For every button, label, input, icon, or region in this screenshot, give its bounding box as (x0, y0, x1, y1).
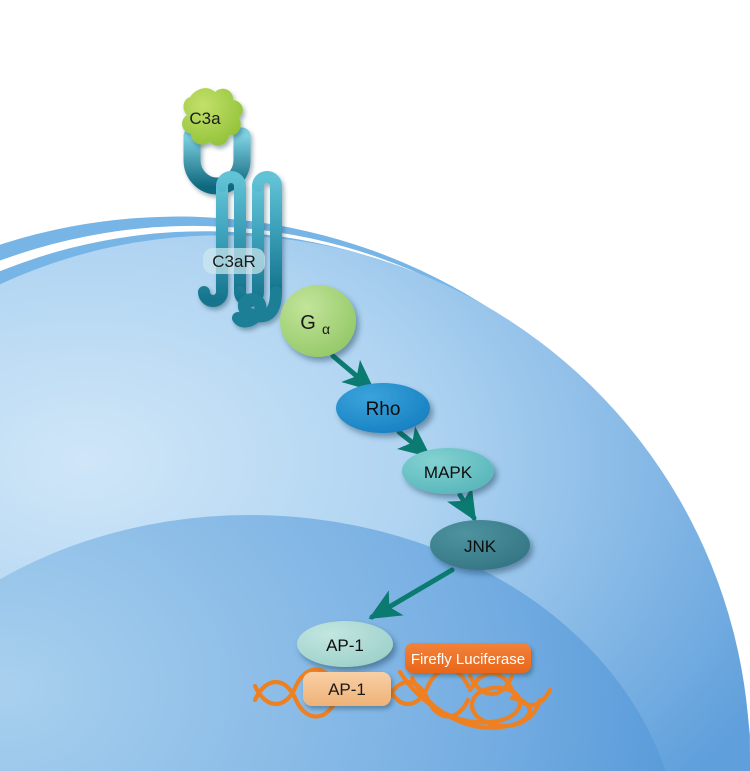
ap1-protein-shape (297, 621, 393, 667)
mapk-shape (402, 448, 494, 494)
c3ar-label: C3aR (203, 248, 265, 274)
galpha-shape (280, 285, 356, 357)
c3a-ligand[interactable]: C3a (182, 88, 243, 146)
firefly-luciferase-label: Firefly Luciferase (411, 651, 525, 668)
ap1-protein-label: AP-1 (326, 636, 364, 655)
dna-helix-left-strand-a (252, 680, 339, 719)
nucleus (0, 515, 680, 771)
node-rho[interactable] (336, 383, 430, 433)
dna-helix-right-strand-b (467, 673, 515, 696)
signal-arrows (330, 353, 477, 620)
ap1-element-shape (303, 672, 391, 706)
jnk-shape (430, 520, 530, 570)
box-ap1-element[interactable] (303, 672, 391, 706)
c3ar-label-box (203, 248, 265, 274)
dna-helix-right-strand-a (467, 671, 553, 708)
node-mapk[interactable] (402, 448, 494, 494)
arrow-rho-to-mapk (396, 426, 432, 458)
c3ar-receptor[interactable] (183, 127, 282, 328)
receptor-helix-3 (216, 171, 246, 298)
node-jnk[interactable] (430, 520, 530, 570)
nucleus-body (0, 515, 680, 771)
arrow-galpha-to-rho (330, 353, 376, 392)
firefly-luciferase-shape (405, 643, 531, 673)
mapk-label: MAPK (424, 463, 473, 482)
jnk-label: JNK (464, 537, 497, 556)
box-firefly-luciferase[interactable] (405, 643, 531, 673)
ap1-element-label: AP-1 (328, 680, 366, 699)
receptor-c-terminal-tail (232, 286, 282, 328)
rho-shape (336, 383, 430, 433)
receptor-helix-5 (252, 171, 282, 298)
node-ap1-protein[interactable] (297, 621, 393, 667)
arrow-jnk-to-ap1 (368, 567, 455, 620)
receptor-helix-2 (198, 180, 228, 307)
galpha-label: G (300, 312, 316, 334)
c3a-label: C3a (189, 109, 221, 128)
rho-label: Rho (366, 399, 401, 420)
c3ar-label-text: C3aR (212, 252, 255, 271)
galpha-subscript: α (322, 321, 330, 337)
arrow-mapk-to-jnk (447, 486, 477, 522)
node-galpha[interactable] (280, 285, 356, 357)
c3a-blob (182, 88, 243, 146)
